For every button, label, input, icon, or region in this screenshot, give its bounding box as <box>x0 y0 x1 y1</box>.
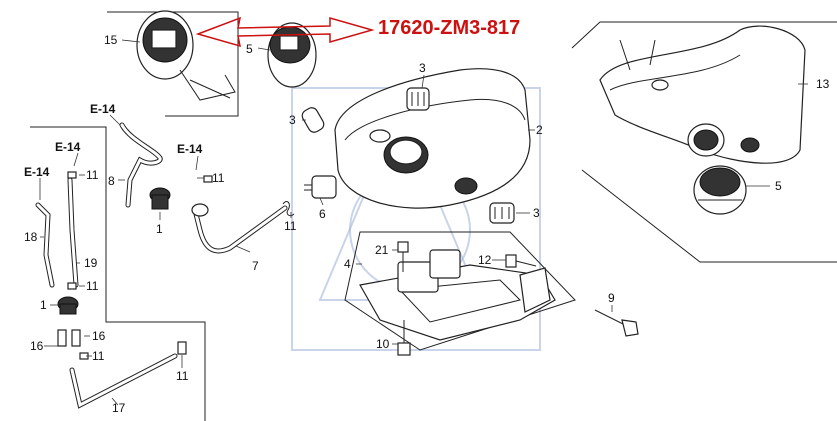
callout-11-a: 11 <box>212 171 225 185</box>
part-number-label: 17620-ZM3-817 <box>378 17 520 39</box>
callout-16-right: 16 <box>92 329 106 343</box>
callout-13: 13 <box>816 77 830 91</box>
callout-17: 17 <box>112 401 126 415</box>
callout-11-b: 11 <box>86 168 99 182</box>
callout-3-left: 3 <box>289 113 296 127</box>
leader-lines <box>40 39 808 406</box>
callout-9: 9 <box>608 291 615 305</box>
bolt-10 <box>397 320 411 356</box>
callout-21: 21 <box>375 243 389 257</box>
callout-1-left: 1 <box>40 298 47 312</box>
callout-numbers: 15 5 3 3 2 3 6 13 5 4 21 12 9 10 7 8 1 1… <box>24 33 830 415</box>
callout-4: 4 <box>344 257 351 271</box>
fitting-16 <box>57 329 81 347</box>
callout-11-f: 11 <box>284 219 297 233</box>
callout-12: 12 <box>478 253 492 267</box>
ref-e14-top: E-14 <box>90 102 116 116</box>
clips-11 <box>67 171 295 360</box>
callout-18: 18 <box>24 230 38 244</box>
fitting-1b <box>57 296 79 315</box>
callout-8: 8 <box>108 174 115 188</box>
fuel-tank <box>334 68 531 209</box>
callout-6: 6 <box>319 207 326 221</box>
part-number-arrow <box>195 16 375 48</box>
frame-lines <box>30 11 837 421</box>
bolt-21 <box>397 241 409 272</box>
callout-3-top: 3 <box>419 61 426 75</box>
callout-16-left: 16 <box>30 339 44 353</box>
callout-3-right: 3 <box>533 206 540 220</box>
callout-11-d: 11 <box>92 349 105 363</box>
fuel-line-18 <box>35 202 55 288</box>
tank-assembly-right <box>599 25 806 164</box>
cap-right <box>693 165 747 215</box>
ref-e14-center: E-14 <box>177 142 203 156</box>
ref-e14-left-upper: E-14 <box>55 140 81 154</box>
bolt-9 <box>594 309 639 337</box>
section-references: E-14 E-14 E-14 E-14 <box>24 102 203 200</box>
callout-15: 15 <box>104 33 118 47</box>
callout-7: 7 <box>252 259 259 273</box>
fuel-filter <box>304 175 337 199</box>
callout-5-right: 5 <box>775 179 782 193</box>
fuel-line-19 <box>67 177 79 288</box>
fuel-line-17 <box>69 353 178 409</box>
callout-10: 10 <box>376 337 390 351</box>
bolt-12 <box>505 254 537 268</box>
callout-1-center: 1 <box>156 222 163 236</box>
callout-11-e: 11 <box>176 369 189 383</box>
cap-top <box>267 22 317 88</box>
fuel-cap-assembly <box>136 10 236 101</box>
fuel-line-8 <box>119 122 163 208</box>
callout-19: 19 <box>84 256 98 270</box>
grommet-parts <box>301 87 515 224</box>
fuel-line-7 <box>191 203 288 254</box>
fitting-1a <box>149 187 171 210</box>
callout-5-top: 5 <box>246 42 253 56</box>
callout-2: 2 <box>536 123 543 137</box>
callout-11-c: 11 <box>86 279 99 293</box>
mounting-bracket <box>359 249 556 341</box>
ref-e14-left: E-14 <box>24 165 50 179</box>
